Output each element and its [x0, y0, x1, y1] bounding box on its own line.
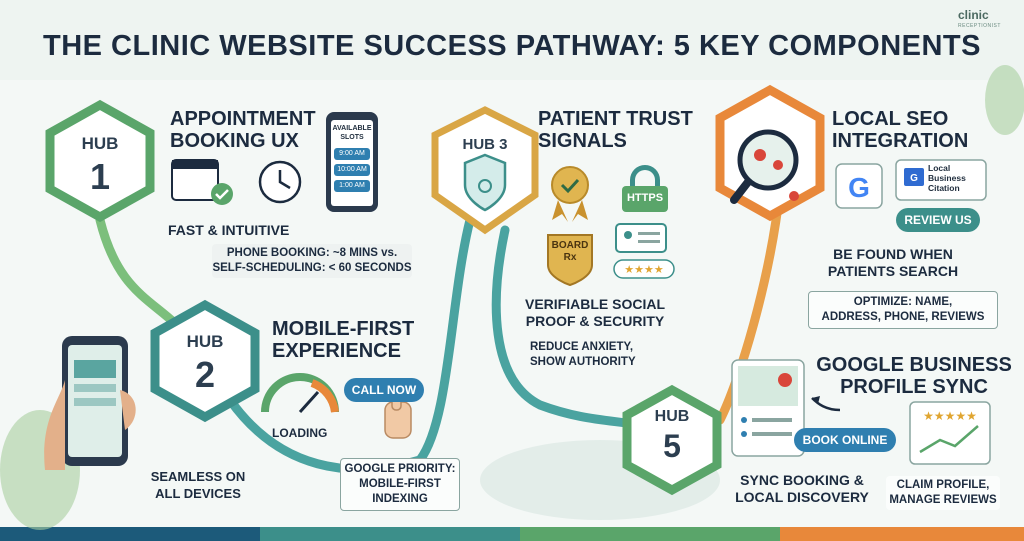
hub-5-heading: GOOGLE BUSINESS PROFILE SYNC — [816, 354, 1012, 398]
hub-3-subtitle: VERIFIABLE SOCIAL PROOF & SECURITY — [500, 296, 690, 330]
slot-button[interactable]: 9:00 AM — [334, 148, 370, 160]
hub-2-subtitle-line2: ALL DEVICES — [155, 486, 241, 501]
review-us-button[interactable]: REVIEW US — [896, 208, 980, 232]
board-certified-shield-icon — [547, 234, 593, 287]
clock-icon — [258, 160, 302, 204]
hub-2-subtitle: SEAMLESS ON ALL DEVICES — [138, 468, 258, 502]
hub-4-note: OPTIMIZE: NAME, ADDRESS, PHONE, REVIEWS — [808, 291, 998, 329]
hub-2-note-line3: INDEXING — [372, 493, 428, 505]
hub-4-subtitle-line2: PATIENTS SEARCH — [827, 263, 959, 279]
hub-5-note: CLAIM PROFILE, MANAGE REVIEWS — [886, 476, 1000, 510]
leaf-decoration — [985, 65, 1024, 135]
back-arrow-icon — [811, 396, 841, 412]
hub-5-label: HUB — [654, 408, 690, 425]
award-badge-icon — [551, 166, 589, 222]
hub-1-hexagon — [45, 99, 155, 223]
hub-2-note-line2: MOBILE-FIRST — [359, 478, 441, 490]
hub-1-heading-line2: BOOKING UX — [170, 130, 299, 152]
hand-holding-phone-icon — [44, 336, 136, 470]
hub-4-note-line1: OPTIMIZE: NAME, — [853, 296, 953, 308]
slot-list: 9:00 AM 10:00 AM 1:00 AM — [334, 148, 370, 192]
hub-2-heading: MOBILE-FIRST EXPERIENCE — [272, 318, 414, 362]
map-listing-card-icon — [731, 359, 805, 457]
hub-3-heading: PATIENT TRUST SIGNALS — [538, 108, 693, 152]
growth-chart-card-icon: ★★★★★ — [909, 401, 991, 465]
business-citation-card-icon: G — [895, 159, 987, 201]
hub-3-subtitle-line1: VERIFIABLE SOCIAL — [524, 296, 665, 312]
svg-text:★★★★: ★★★★ — [624, 263, 664, 276]
hub-1-note-line1: PHONE BOOKING: ~8 MINS vs. — [226, 247, 398, 259]
hub-4-heading-line2: INTEGRATION — [832, 130, 969, 152]
slot-button[interactable]: 10:00 AM — [334, 164, 370, 176]
hub-2-hexagon — [150, 299, 260, 423]
hub-3-label: HUB 3 — [462, 136, 508, 153]
hub-4-heading-line1: LOCAL SEO — [832, 108, 949, 130]
hub-2-heading-line2: EXPERIENCE — [272, 340, 401, 362]
hub-3-note: REDUCE ANXIETY, SHOW AUTHORITY — [530, 340, 662, 370]
call-now-button[interactable]: CALL NOW — [344, 378, 424, 402]
hub-3-note-line2: SHOW AUTHORITY — [530, 356, 636, 368]
svg-text:G: G — [848, 172, 870, 203]
hub-3-note-line1: REDUCE ANXIETY, — [530, 341, 634, 353]
book-online-button[interactable]: BOOK ONLINE — [794, 428, 896, 452]
slots-title-line1: AVAILABLE — [332, 125, 372, 132]
hub-4-heading: LOCAL SEO INTEGRATION — [832, 108, 968, 152]
hub-1-heading-line1: APPOINTMENT — [170, 108, 316, 130]
hub-3-heading-line2: SIGNALS — [538, 130, 627, 152]
available-slots-title: AVAILABLE SLOTS — [331, 124, 373, 142]
hub-2-subtitle-line1: SEAMLESS ON — [150, 469, 246, 484]
hub-5-subtitle: SYNC BOOKING & LOCAL DISCOVERY — [726, 472, 878, 506]
hub-3-heading-line1: PATIENT TRUST — [538, 108, 693, 130]
svg-text:★★★★★: ★★★★★ — [923, 409, 977, 423]
citation-text: Local Business Citation — [928, 163, 966, 193]
hub-5-heading-line1: GOOGLE BUSINESS — [816, 354, 1012, 376]
citation-line3: Citation — [928, 183, 960, 193]
hub-1-label: HUB — [81, 134, 119, 153]
hub-4-subtitle: BE FOUND WHEN PATIENTS SEARCH — [804, 246, 982, 280]
hub-5-hexagon — [622, 384, 722, 496]
lock-icon — [622, 165, 668, 212]
hub-2-note: GOOGLE PRIORITY: MOBILE-FIRST INDEXING — [340, 458, 460, 511]
hub-1-subtitle: FAST & INTUITIVE — [168, 222, 290, 238]
hub-5-number: 5 — [663, 428, 681, 464]
citation-line2: Business — [928, 173, 966, 183]
hub-5-subtitle-line2: LOCAL DISCOVERY — [735, 489, 869, 505]
page-title: THE CLINIC WEBSITE SUCCESS PATHWAY: 5 KE… — [43, 30, 981, 62]
hub-5-note-line2: MANAGE REVIEWS — [889, 494, 997, 506]
hub-5-note-line1: CLAIM PROFILE, — [896, 479, 990, 491]
shield-stethoscope-icon — [463, 153, 507, 212]
logo-name: clinic — [958, 8, 989, 22]
hub-5-subtitle-line1: SYNC BOOKING & — [740, 472, 864, 488]
logo-tagline: RECEPTIONIST — [958, 23, 1001, 29]
hub-5-heading-line2: PROFILE SYNC — [840, 376, 988, 398]
hub-1-heading: APPOINTMENT BOOKING UX — [170, 108, 316, 152]
hub-4-note-line2: ADDRESS, PHONE, REVIEWS — [821, 311, 985, 323]
slots-title-line2: SLOTS — [340, 134, 364, 141]
hub-2-note-line1: GOOGLE PRIORITY: — [344, 463, 456, 475]
citation-line1: Local — [928, 163, 951, 173]
calendar-icon — [171, 159, 233, 205]
hub-2-label: HUB — [186, 332, 224, 351]
hub-1-number: 1 — [89, 156, 111, 197]
board-sub: Rx — [563, 252, 577, 263]
https-label: HTTPS — [626, 192, 664, 204]
magnifier-map-icon — [730, 129, 799, 204]
svg-text:G: G — [910, 173, 918, 184]
hub-3-subtitle-line2: PROOF & SECURITY — [525, 313, 665, 329]
review-card-icon: ★★★★ — [613, 223, 675, 279]
board-badge-text: BOARD Rx — [548, 240, 592, 264]
clinic-logo: clinic RECEPTIONIST — [958, 8, 1001, 32]
hub-1-note: PHONE BOOKING: ~8 MINS vs. SELF-SCHEDULI… — [212, 244, 412, 278]
hub-4-subtitle-line1: BE FOUND WHEN — [833, 246, 953, 262]
hub-2-number: 2 — [194, 354, 216, 395]
gauge-label: LOADING — [272, 426, 328, 440]
board-label: BOARD — [551, 240, 589, 251]
hub-2-heading-line1: MOBILE-FIRST — [272, 318, 415, 340]
google-card-icon: G — [835, 163, 883, 209]
gauge-icon — [261, 373, 339, 414]
hub-1-note-line2: SELF-SCHEDULING: < 60 SECONDS — [212, 262, 412, 274]
slot-button[interactable]: 1:00 AM — [334, 180, 370, 192]
